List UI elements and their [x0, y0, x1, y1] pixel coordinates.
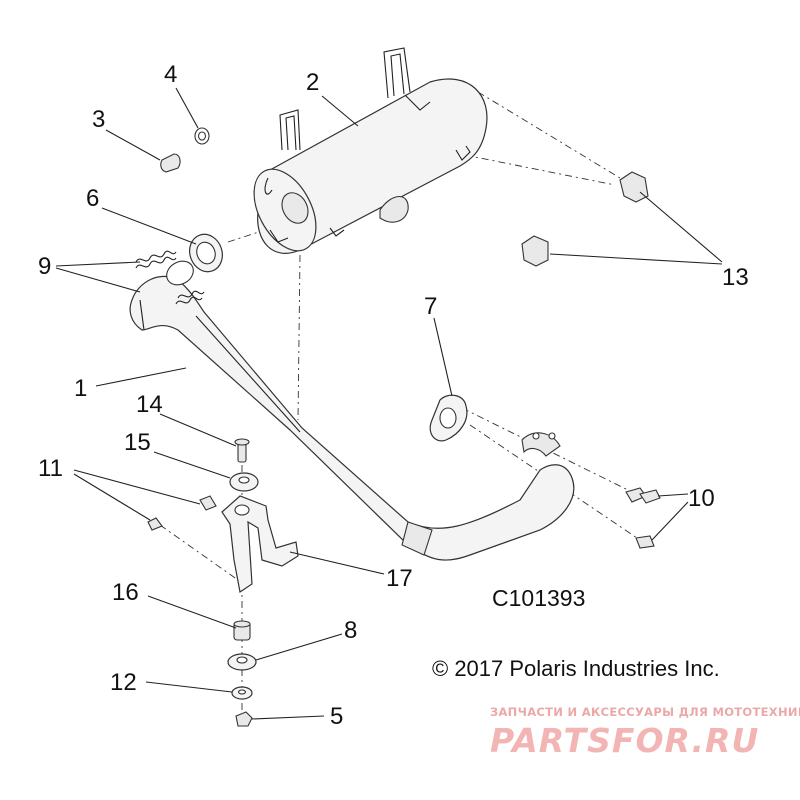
callout-16: 16	[112, 579, 139, 606]
callout-4: 4	[164, 61, 177, 88]
callout-15: 15	[124, 429, 151, 456]
callout-7: 7	[424, 293, 437, 320]
springs	[135, 250, 205, 305]
callout-10: 10	[688, 485, 715, 512]
watermark-brand: PARTSFOR.RU	[490, 721, 759, 760]
callout-1: 1	[74, 375, 87, 402]
callout-9: 9	[38, 253, 51, 280]
leader-lines	[55, 87, 723, 720]
exhaust-gasket	[429, 394, 468, 442]
hardware	[147, 438, 259, 727]
callout-12: 12	[110, 669, 137, 696]
exhaust-pipe	[129, 260, 575, 561]
callout-13: 13	[722, 264, 749, 291]
callout-6: 6	[86, 185, 99, 212]
diagram-reference: C101393	[492, 585, 585, 611]
mount-blocks	[521, 171, 649, 267]
bracket	[221, 495, 299, 594]
watermark: ЗАПЧАСТИ И АКСЕССУАРЫ ДЛЯ МОТОТЕХНИКИ PA…	[490, 705, 800, 760]
callout-numbers: 2 4 3 6 9 1 7 13 10 11 14 15 17 16 8 12 …	[38, 61, 749, 730]
callout-5: 5	[330, 703, 343, 730]
callout-3: 3	[92, 106, 105, 133]
callout-17: 17	[386, 565, 413, 592]
gasket-ring	[189, 233, 223, 273]
watermark-tagline: ЗАПЧАСТИ И АКСЕССУАРЫ ДЛЯ МОТОТЕХНИКИ	[490, 705, 800, 719]
bolts	[625, 487, 661, 549]
copyright-notice: © 2017 Polaris Industries Inc.	[432, 656, 720, 681]
plug-and-washer	[160, 127, 210, 173]
callout-8: 8	[344, 617, 357, 644]
callout-11: 11	[38, 455, 63, 482]
callout-2: 2	[306, 69, 319, 96]
muffler	[253, 47, 488, 254]
callout-14: 14	[136, 391, 163, 418]
